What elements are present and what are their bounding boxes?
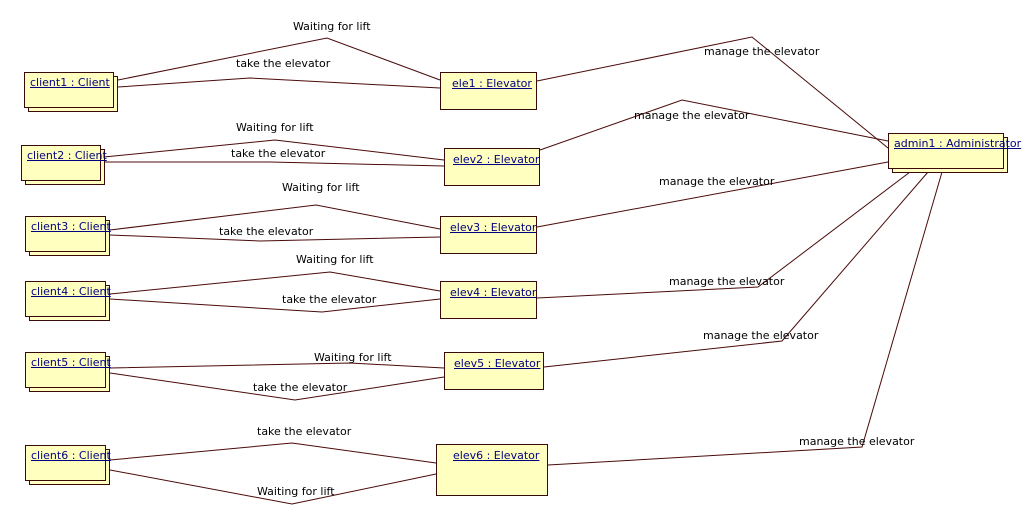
elevator4-object[interactable]: elev4 : Elevator <box>440 281 537 319</box>
label-take-3: take the elevator <box>219 225 314 238</box>
object-face <box>440 216 537 254</box>
label-manage-2: manage the elevator <box>634 109 750 122</box>
label-waiting-1: Waiting for lift <box>293 20 371 33</box>
client4-name: client4 : Client <box>31 285 111 298</box>
link-client4-take <box>109 298 441 313</box>
object-face <box>436 444 548 496</box>
label-manage-6: manage the elevator <box>799 435 915 448</box>
elevator3-name: elev3 : Elevator <box>450 221 537 234</box>
elevator3-object[interactable]: elev3 : Elevator <box>440 216 537 254</box>
link-client6-take <box>109 442 437 464</box>
elevator5-object[interactable]: elev5 : Elevator <box>444 352 544 390</box>
elevator4-name: elev4 : Elevator <box>450 286 537 299</box>
elevator6-name: elev6 : Elevator <box>453 449 540 462</box>
label-manage-3: manage the elevator <box>659 175 775 188</box>
object-face <box>25 216 106 252</box>
administrator-name: admin1 : Administrator <box>894 137 1022 150</box>
label-take-2: take the elevator <box>231 147 326 160</box>
object-face <box>24 72 114 108</box>
administrator-object[interactable]: admin1 : Administrator <box>888 133 1021 173</box>
link-elev1-admin <box>536 36 889 149</box>
label-waiting-5: Waiting for lift <box>314 351 392 364</box>
client5-name: client5 : Client <box>31 356 111 369</box>
link-client5-waiting <box>109 362 445 369</box>
client3-name: client3 : Client <box>31 220 111 233</box>
link-elev4-admin <box>536 171 911 299</box>
link-client2-waiting <box>103 139 445 161</box>
label-take-6: take the elevator <box>257 425 352 438</box>
link-elev5-admin <box>543 171 929 368</box>
client1-name: client1 : Client <box>30 76 110 89</box>
link-client5-take <box>109 372 445 401</box>
object-face <box>21 145 101 181</box>
object-face <box>888 133 1004 169</box>
link-client1-waiting <box>117 37 441 81</box>
elevator1-object[interactable]: ele1 : Elevator <box>440 72 537 110</box>
client5-object[interactable]: client5 : Client <box>25 352 111 392</box>
elevator5-name: elev5 : Elevator <box>454 357 541 370</box>
object-face <box>25 445 106 481</box>
elevator1-name: ele1 : Elevator <box>452 77 532 90</box>
elevator2-name: elev2 : Elevator <box>453 153 540 166</box>
label-manage-4: manage the elevator <box>669 275 785 288</box>
object-face <box>440 72 537 110</box>
label-waiting-6: Waiting for lift <box>257 485 335 498</box>
elevator2-object[interactable]: elev2 : Elevator <box>444 148 540 186</box>
label-take-1: take the elevator <box>236 57 331 70</box>
link-elev2-admin <box>539 99 889 151</box>
client2-name: client2 : Client <box>27 149 107 162</box>
object-face <box>25 281 106 317</box>
client6-name: client6 : Client <box>31 449 111 462</box>
link-elev6-admin <box>547 171 943 466</box>
link-client1-take <box>117 77 441 89</box>
label-waiting-3: Waiting for lift <box>282 181 360 194</box>
link-client3-take <box>109 234 441 242</box>
link-client2-take <box>104 161 445 167</box>
object-face <box>440 281 537 319</box>
link-elev3-admin <box>536 161 889 228</box>
object-face <box>25 352 106 388</box>
label-manage-1: manage the elevator <box>704 45 820 58</box>
label-take-4: take the elevator <box>282 293 377 306</box>
client4-object[interactable]: client4 : Client <box>25 281 111 321</box>
client1-object[interactable]: client1 : Client <box>24 72 118 112</box>
client3-object[interactable]: client3 : Client <box>25 216 111 256</box>
client6-object[interactable]: client6 : Client <box>25 445 111 485</box>
label-take-5: take the elevator <box>253 381 348 394</box>
client2-object[interactable]: client2 : Client <box>21 145 107 185</box>
label-waiting-2: Waiting for lift <box>236 121 314 134</box>
object-face <box>444 352 544 390</box>
link-client3-waiting <box>109 204 441 231</box>
elevator6-object[interactable]: elev6 : Elevator <box>436 444 548 496</box>
label-waiting-4: Waiting for lift <box>296 253 374 266</box>
link-client4-waiting <box>109 271 441 295</box>
object-face <box>444 148 540 186</box>
label-manage-5: manage the elevator <box>703 329 819 342</box>
link-client6-waiting <box>109 469 437 505</box>
